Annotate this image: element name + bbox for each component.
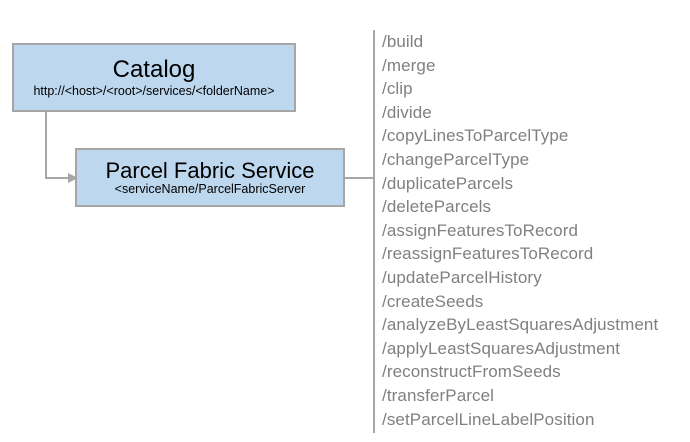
operation-item[interactable]: /createSeeds: [382, 291, 484, 311]
node-parcel-fabric-service-path: <serviceName/ParcelFabricServer: [114, 181, 306, 196]
operations-list: /build/merge/clip/divide/copyLinesToParc…: [373, 30, 683, 433]
operation-item[interactable]: /reconstructFromSeeds: [382, 362, 561, 382]
operation-item[interactable]: /updateParcelHistory: [382, 267, 542, 287]
operation-item[interactable]: /analyzeByLeastSquaresAdjustment: [382, 315, 659, 335]
node-catalog-url: http://<host>/<root>/services/<folderNam…: [33, 83, 275, 98]
operation-item[interactable]: /assignFeaturesToRecord: [382, 220, 579, 240]
operation-item[interactable]: /copyLinesToParcelType: [382, 126, 569, 146]
connector-catalog-to-parcel-fabric: [45, 112, 68, 179]
node-catalog[interactable]: Catalog http://<host>/<root>/services/<f…: [12, 43, 296, 112]
node-parcel-fabric-service-title: Parcel Fabric Service: [105, 157, 315, 183]
operation-item[interactable]: /divide: [382, 102, 432, 122]
operation-item[interactable]: /reassignFeaturesToRecord: [382, 244, 594, 264]
operation-item[interactable]: /deleteParcels: [382, 197, 492, 217]
operation-item[interactable]: /clip: [382, 79, 413, 99]
operation-item[interactable]: /duplicateParcels: [382, 173, 514, 193]
operation-item[interactable]: /applyLeastSquaresAdjustment: [382, 338, 621, 358]
operation-item[interactable]: /build: [382, 32, 424, 51]
operation-item[interactable]: /setParcelLineLabelPosition: [382, 409, 595, 429]
node-catalog-title: Catalog: [112, 56, 196, 84]
node-parcel-fabric-service[interactable]: Parcel Fabric Service <serviceName/Parce…: [75, 148, 345, 207]
operation-item[interactable]: /changeParcelType: [382, 149, 530, 169]
operation-item[interactable]: /merge: [382, 55, 436, 75]
operation-item[interactable]: /transferParcel: [382, 385, 495, 405]
